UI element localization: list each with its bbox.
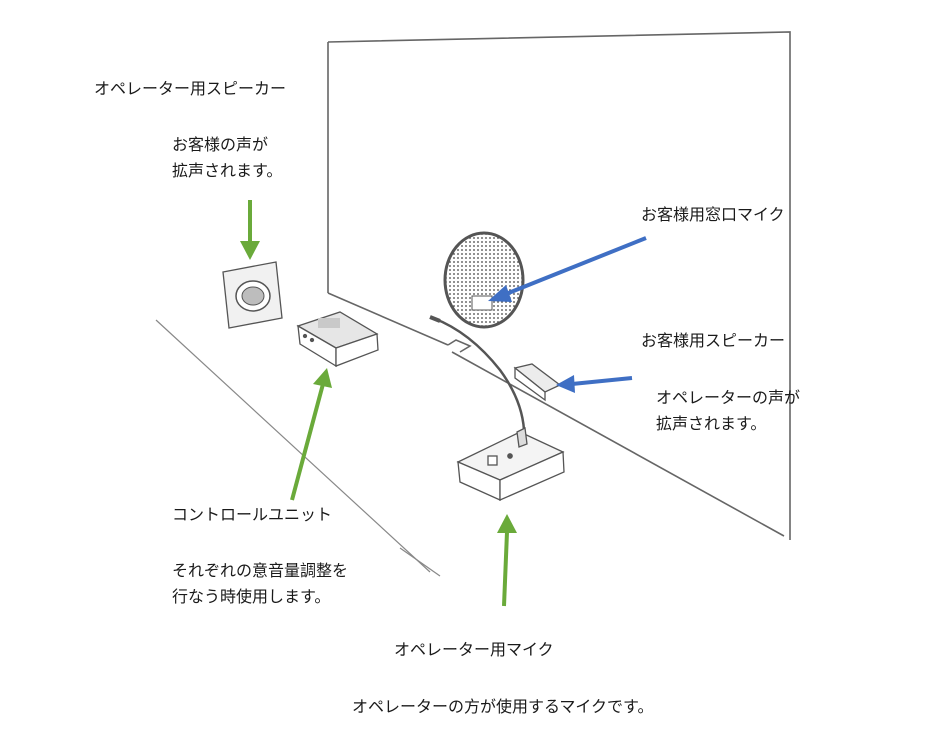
customer-speaker-desc-line2: 拡声されます。 bbox=[656, 414, 767, 433]
control-unit bbox=[296, 311, 379, 368]
control-unit-title: コントロールユニット bbox=[172, 505, 333, 524]
operator-mic-title: オペレーター用マイク bbox=[394, 640, 554, 659]
customer-window-mic bbox=[443, 231, 525, 329]
arrow-customer-speaker bbox=[556, 375, 633, 393]
control-unit-desc-line1: それぞれの意音量調整を bbox=[172, 561, 349, 580]
counter-edge bbox=[155, 319, 441, 577]
operator-speaker-desc-line2: 拡声されます。 bbox=[172, 161, 283, 180]
operator-speaker-title: オペレーター用スピーカー bbox=[94, 79, 287, 98]
operator-speaker-desc: お客様の声が 拡声されます。 bbox=[172, 132, 282, 184]
operator-speaker bbox=[222, 261, 283, 329]
arrow-customer-window-mic bbox=[488, 236, 647, 302]
customer-speaker-title: お客様用スピーカー bbox=[641, 331, 786, 350]
arrow-control-unit bbox=[290, 368, 332, 501]
customer-speaker bbox=[513, 363, 562, 402]
customer-speaker-desc: オペレーターの声が 拡声されます。 bbox=[656, 385, 800, 437]
operator-speaker-desc-line1: お客様の声が bbox=[172, 135, 269, 154]
control-unit-desc-line2: 行なう時使用します。 bbox=[172, 587, 331, 606]
operator-mic-desc: オペレーターの方が使用するマイクです。 bbox=[352, 697, 654, 716]
arrow-operator-speaker bbox=[240, 200, 260, 260]
control-unit-desc: それぞれの意音量調整を 行なう時使用します。 bbox=[172, 558, 348, 610]
customer-speaker-desc-line1: オペレーターの声が bbox=[656, 388, 801, 407]
customer-window-mic-title: お客様用窓口マイク bbox=[641, 205, 785, 224]
operator-mic bbox=[429, 315, 565, 502]
arrow-operator-mic bbox=[497, 514, 517, 607]
